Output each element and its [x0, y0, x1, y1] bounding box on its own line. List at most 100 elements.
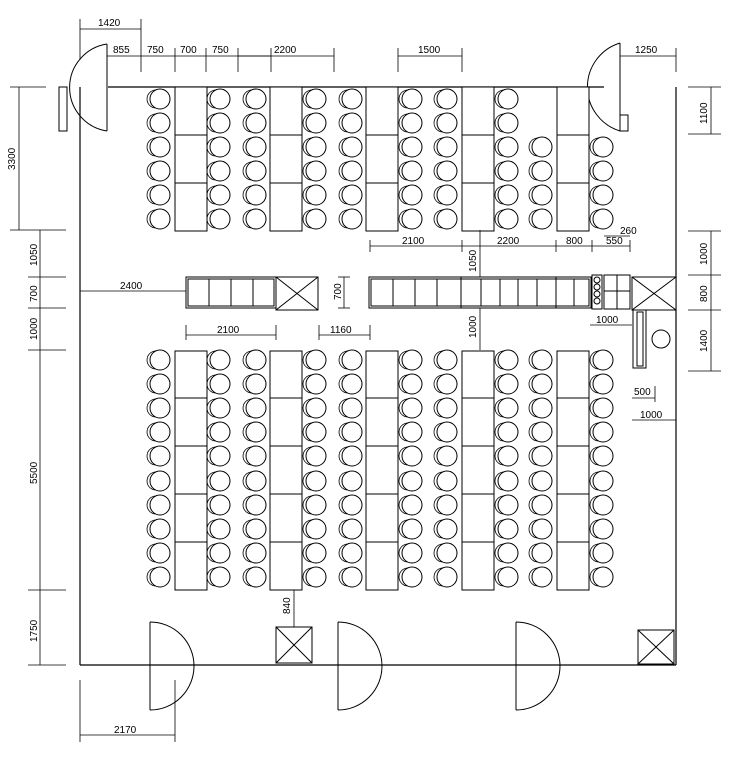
door-bottom-2[interactable] — [337, 621, 383, 711]
chair — [305, 349, 327, 371]
chair — [149, 542, 171, 564]
chair — [341, 470, 363, 492]
chair — [401, 445, 423, 467]
dim-top-700: 700 — [180, 45, 197, 56]
chair-back — [398, 398, 409, 418]
chair — [592, 494, 614, 516]
chair — [497, 566, 519, 588]
chair-back — [398, 519, 409, 539]
chair-back — [146, 209, 157, 229]
chair — [341, 349, 363, 371]
door-bottom-1[interactable] — [149, 621, 195, 711]
chair — [531, 397, 553, 419]
chair-back — [494, 471, 505, 491]
chair-back — [589, 567, 600, 587]
chair-back — [528, 350, 539, 370]
chair-back — [146, 543, 157, 563]
chair-back — [206, 543, 217, 563]
chair — [497, 518, 519, 540]
chair-back — [494, 422, 505, 442]
chair-back — [494, 185, 505, 205]
chair — [531, 373, 553, 395]
chair — [401, 208, 423, 230]
chair — [497, 208, 519, 230]
chair — [497, 445, 519, 467]
chair-back — [589, 374, 600, 394]
chair-back — [528, 495, 539, 515]
door-bottom-3[interactable] — [515, 621, 561, 711]
chair-back — [494, 89, 505, 109]
dim-mid-840: 840 — [282, 597, 293, 614]
chair-back — [206, 398, 217, 418]
chair — [305, 208, 327, 230]
chair-back — [242, 350, 253, 370]
desk — [365, 86, 399, 232]
dim-mid-2100-right: 2100 — [402, 236, 425, 247]
door-top-left[interactable] — [58, 43, 108, 132]
chair-back — [433, 446, 444, 466]
chair — [592, 542, 614, 564]
chair — [436, 349, 458, 371]
chair-back — [338, 519, 349, 539]
chair — [245, 160, 267, 182]
chair-back — [242, 567, 253, 587]
dim-mid-550: 550 — [606, 236, 623, 247]
room-walls — [79, 86, 677, 666]
chair — [497, 397, 519, 419]
chair-back — [302, 495, 313, 515]
chair — [531, 566, 553, 588]
dim-left-1050: 1050 — [29, 243, 40, 266]
chair — [401, 566, 423, 588]
chair-back — [206, 113, 217, 133]
chair — [209, 542, 231, 564]
chair-back — [302, 113, 313, 133]
chair — [531, 208, 553, 230]
chair-back — [398, 161, 409, 181]
chair-back — [433, 374, 444, 394]
chair — [531, 349, 553, 371]
chair — [531, 470, 553, 492]
chair — [245, 112, 267, 134]
chair-back — [433, 161, 444, 181]
chair-back — [589, 446, 600, 466]
chair-back — [302, 567, 313, 587]
desk — [174, 86, 208, 232]
chair-back — [494, 567, 505, 587]
chair-back — [242, 113, 253, 133]
chair — [245, 494, 267, 516]
chair-back — [338, 471, 349, 491]
dim-top-2200: 2200 — [274, 45, 297, 56]
desk — [461, 350, 495, 591]
dim-top-1420: 1420 — [98, 18, 121, 29]
chair — [209, 421, 231, 443]
chair-back — [433, 137, 444, 157]
chair — [401, 542, 423, 564]
chair-back — [494, 398, 505, 418]
chair — [209, 208, 231, 230]
chair-back — [528, 422, 539, 442]
chair — [436, 470, 458, 492]
chair-back — [398, 446, 409, 466]
chair — [401, 349, 423, 371]
chair-back — [494, 519, 505, 539]
chair-back — [528, 185, 539, 205]
chair-back — [146, 89, 157, 109]
chair — [341, 518, 363, 540]
chair — [209, 494, 231, 516]
chair — [305, 445, 327, 467]
column-bottom-right — [637, 629, 675, 665]
dim-right-800: 800 — [699, 285, 710, 302]
chair — [401, 373, 423, 395]
chair-back — [302, 137, 313, 157]
chair-back — [146, 471, 157, 491]
chair-back — [398, 471, 409, 491]
dim-top-750a: 750 — [147, 45, 164, 56]
chair — [305, 566, 327, 588]
dim-left-1750: 1750 — [29, 619, 40, 642]
chair — [209, 112, 231, 134]
dim-top-855: 855 — [113, 45, 130, 56]
chair — [341, 397, 363, 419]
dim-right-1000: 1000 — [699, 242, 710, 265]
chair-back — [494, 495, 505, 515]
